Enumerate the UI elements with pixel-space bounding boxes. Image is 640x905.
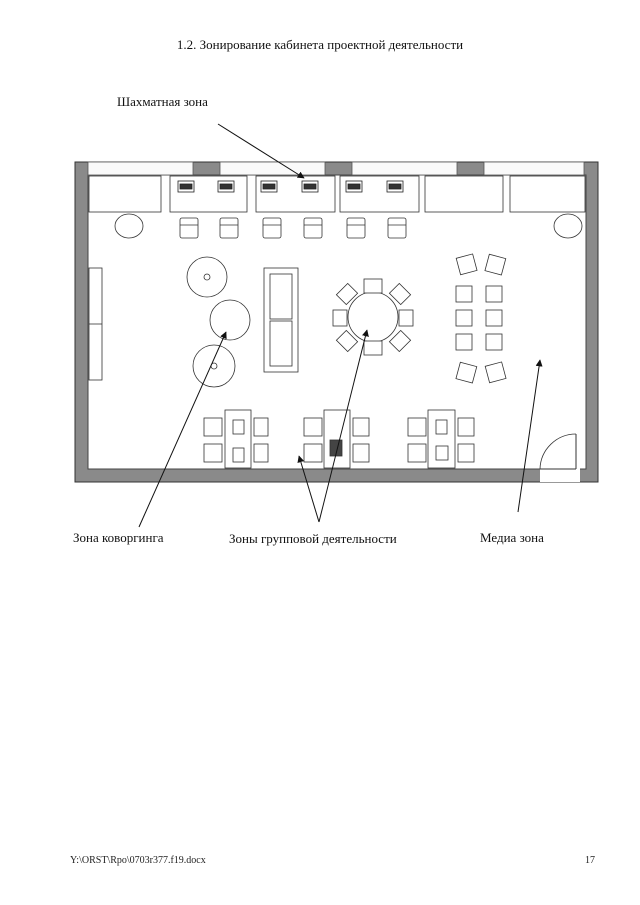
computer-monitors xyxy=(177,180,404,193)
label-coworking-zone: Зона коворгинга xyxy=(73,530,164,545)
round-poufs xyxy=(186,256,251,388)
sofa xyxy=(263,267,299,373)
label-chess-zone: Шахматная зона xyxy=(117,94,208,109)
footer-page-number: 17 xyxy=(585,855,595,866)
desk-chairs xyxy=(179,217,407,239)
pointer-arrows xyxy=(138,123,543,528)
label-media-zone: Медиа зона xyxy=(480,530,544,545)
page-heading: 1.2. Зонирование кабинета проектной деят… xyxy=(176,37,464,52)
armchairs xyxy=(114,213,583,239)
wall-shelf xyxy=(88,267,103,381)
footer-file-path: Y:\ORST\Rpo\0703r377.f19.docx xyxy=(70,855,206,866)
media-seats xyxy=(455,253,507,384)
round-table-group xyxy=(332,278,414,356)
label-group-zones: Зоны групповой деятельности xyxy=(229,531,397,546)
group-tables xyxy=(203,409,475,469)
